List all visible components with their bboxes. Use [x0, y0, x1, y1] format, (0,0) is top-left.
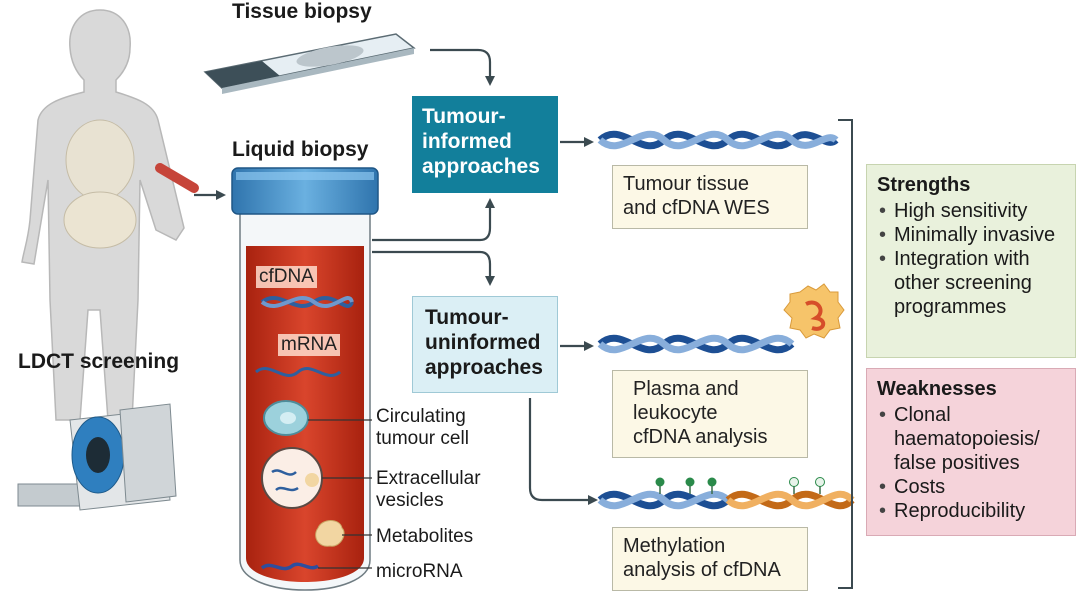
- strengths-box: Strengths High sensitivity Minimally inv…: [866, 164, 1076, 358]
- wes-line-2: and cfDNA WES: [623, 197, 770, 219]
- summary-bracket: [838, 119, 853, 589]
- tumour-uninformed-line-1: Tumour-: [425, 306, 509, 329]
- tumour-informed-line-1: Tumour-: [422, 105, 506, 128]
- plasma-line-2: leukocyte: [633, 402, 718, 424]
- strength-item: Minimally invasive: [877, 223, 1065, 247]
- weaknesses-box: Weaknesses Clonal haematopoiesis/ false …: [866, 368, 1076, 536]
- weaknesses-list: Clonal haematopoiesis/ false positives C…: [877, 403, 1065, 523]
- ctc-line-1: Circulating: [376, 406, 466, 427]
- tumour-informed-box: Tumour- informed approaches: [412, 96, 558, 193]
- strengths-list: High sensitivity Minimally invasive Inte…: [877, 199, 1065, 319]
- ev-line-2: vesicles: [376, 490, 444, 511]
- plasma-line-1: Plasma and: [633, 378, 739, 400]
- tissue-biopsy-label: Tissue biopsy: [232, 0, 372, 23]
- ev-label: Extracellular vesicles: [376, 468, 481, 512]
- mrna-label: mRNA: [278, 334, 340, 356]
- dna-helix-methylation: [597, 477, 855, 510]
- liquid-biopsy-label: Liquid biopsy: [232, 138, 369, 161]
- wes-analysis-box: Tumour tissue and cfDNA WES: [612, 165, 808, 229]
- tissue-slide-image: [203, 33, 416, 94]
- tumour-uninformed-box: Tumour- uninformed approaches: [412, 296, 558, 393]
- tube-callout-lines: [308, 419, 372, 569]
- methylation-analysis-box: Methylation analysis of cfDNA: [612, 527, 808, 591]
- ldct-screening-label: LDCT screening: [18, 350, 180, 373]
- human-body-figure: [21, 9, 199, 421]
- tumour-informed-line-3: approaches: [422, 155, 540, 178]
- ctc-line-2: tumour cell: [376, 428, 469, 449]
- tumour-uninformed-line-2: uninformed: [425, 331, 541, 354]
- ctc-label: Circulating tumour cell: [376, 406, 469, 450]
- strengths-title: Strengths: [877, 174, 971, 196]
- plasma-analysis-box: Plasma and leukocyte cfDNA analysis: [612, 370, 808, 458]
- tumour-uninformed-line-3: approaches: [425, 356, 543, 379]
- microrna-label: microRNA: [376, 561, 463, 582]
- ev-line-1: Extracellular: [376, 468, 481, 489]
- tumour-informed-line-2: informed: [422, 130, 512, 153]
- cfdna-label: cfDNA: [256, 266, 317, 288]
- leukocyte-cell-image: [783, 283, 845, 339]
- methylation-line-1: Methylation: [623, 535, 726, 557]
- methylation-line-2: analysis of cfDNA: [623, 559, 781, 581]
- metabolites-label: Metabolites: [376, 526, 474, 547]
- weaknesses-title: Weaknesses: [877, 378, 997, 400]
- blood-tube-image: [231, 167, 379, 591]
- weakness-item: Reproducibility: [877, 499, 1065, 523]
- weakness-item: Clonal haematopoiesis/ false positives: [877, 403, 1065, 475]
- plasma-line-3: cfDNA analysis: [633, 426, 768, 448]
- weakness-item: Costs: [877, 475, 1065, 499]
- ct-scanner-image: [17, 403, 177, 511]
- wes-line-1: Tumour tissue: [623, 173, 749, 195]
- dna-helix-plasma: [597, 334, 795, 354]
- dna-helix-wes: [597, 130, 839, 150]
- strength-item: Integration with other screening program…: [877, 247, 1065, 319]
- strength-item: High sensitivity: [877, 199, 1065, 223]
- flow-arrows: [372, 48, 598, 505]
